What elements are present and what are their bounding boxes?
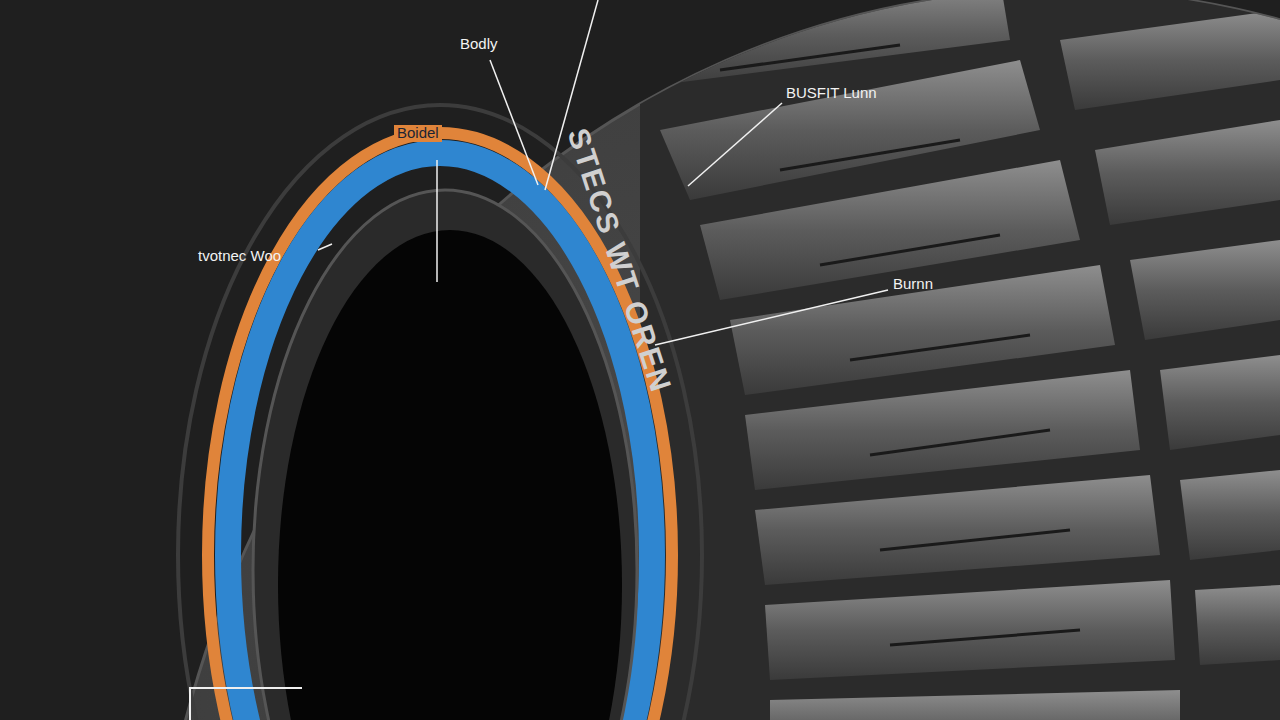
part-label: Burnn (893, 276, 933, 293)
blue-band (228, 153, 652, 720)
part-label: Bodly (460, 36, 498, 53)
part-label: Boidel (394, 125, 442, 142)
tire-hole (278, 230, 622, 720)
tire-body (150, 0, 1280, 720)
part-label: BUSFIT Lunn (786, 85, 877, 102)
rim-ring (253, 190, 637, 720)
bracket (190, 688, 302, 720)
tread-blocks (600, 0, 1280, 720)
part-label: tvotnec Woo (198, 248, 281, 265)
